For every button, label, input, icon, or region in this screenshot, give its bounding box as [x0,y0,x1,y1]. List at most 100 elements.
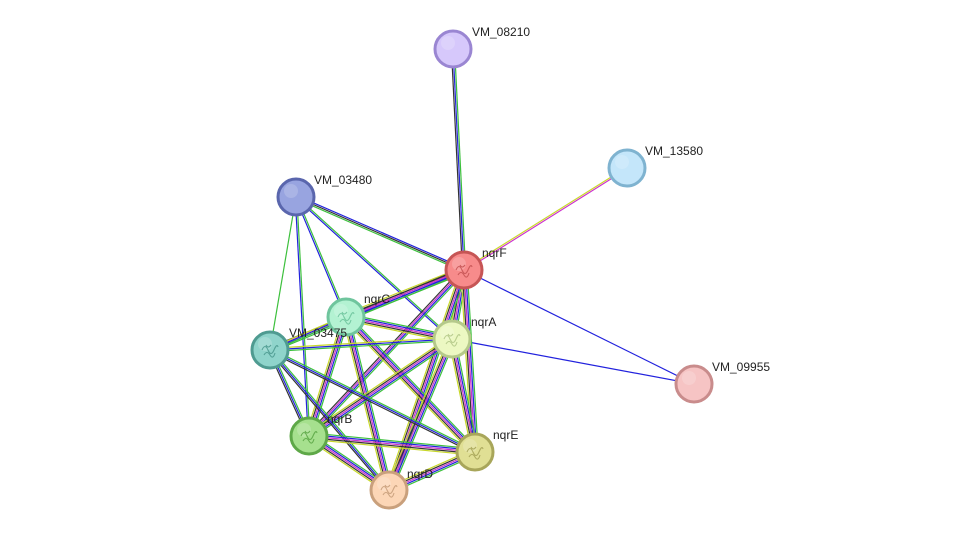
edge-evidence-line [306,267,463,435]
edge-VM_03475-nqrD [268,348,391,492]
edge-evidence-line [345,316,476,453]
node-label-VM_08210: VM_08210 [472,25,530,39]
node-circle[interactable] [433,29,473,69]
edge-evidence-line [270,348,476,452]
node-label-nqrA: nqrA [471,315,496,329]
edge-evidence-line [270,339,453,353]
node-highlight [463,439,477,453]
protein-structure-icon [380,484,398,498]
protein-structure-icon [337,311,355,325]
edge-evidence-line [295,196,465,271]
node-label-VM_13580: VM_13580 [645,144,703,158]
edge-evidence-line [294,197,346,318]
node-VM_13580[interactable] [607,148,647,188]
node-highlight [258,337,272,351]
edge-evidence-line [463,269,476,453]
node-highlight [440,326,454,340]
node-highlight [615,155,629,169]
node-highlight [284,184,298,198]
edge-evidence-line [308,338,453,437]
node-nqrC[interactable] [326,297,366,337]
edge-evidence-line [451,338,695,385]
edge-VM_08210-nqrF [450,48,467,271]
protein-structure-icon [300,430,318,444]
node-label-nqrF: nqrF [482,246,507,260]
edge-evidence-line [306,335,451,434]
node-VM_09955[interactable] [674,364,714,404]
edge-evidence-line [296,196,348,317]
protein-structure-icon [455,264,473,278]
edge-VM_03480-nqrC [294,196,348,318]
edge-evidence-line [308,436,475,455]
edge-evidence-line [453,48,467,270]
edge-evidence-line [269,349,476,453]
edge-VM_13580-nqrF [463,166,628,272]
edge-evidence-line [269,338,453,351]
edge-VM_09955-nqrA [451,338,695,385]
node-nqrD[interactable] [369,470,409,510]
edge-nqrC-nqrE [343,314,478,455]
edge-evidence-line [296,195,453,339]
edge-evidence-line [344,266,464,315]
edge-evidence-line [343,318,474,455]
node-circle[interactable] [276,177,316,217]
edge-evidence-line [463,269,695,385]
edge-evidence-line [269,196,297,351]
edge-nqrF-nqrD [385,268,468,492]
edge-evidence-line [452,48,465,271]
edge-evidence-line [269,350,475,454]
node-label-VM_03475: VM_03475 [289,326,347,340]
edge-evidence-line [268,350,389,492]
node-label-nqrD: nqrD [407,467,433,481]
node-nqrE[interactable] [455,432,495,472]
edge-evidence-line [389,270,467,491]
edge-evidence-line [296,196,311,436]
nodes-layer [250,29,714,510]
edge-evidence-line [269,349,390,491]
node-circle[interactable] [250,330,290,370]
node-circle[interactable] [432,319,472,359]
edge-evidence-line [463,166,627,270]
node-highlight [334,304,348,318]
node-VM_03475[interactable] [250,330,290,370]
edge-evidence-line [309,433,476,452]
edge-VM_03480-nqrA [295,195,453,341]
edge-evidence-line [388,269,465,491]
node-circle[interactable] [607,148,647,188]
node-label-nqrB: nqrB [327,412,352,426]
edge-evidence-line [388,338,453,491]
edge-evidence-line [466,269,479,452]
node-circle[interactable] [326,297,366,337]
edge-evidence-line [308,438,475,456]
node-nqrF[interactable] [444,250,484,290]
edge-nqrA-nqrB [306,335,455,440]
protein-structure-icon [261,344,279,358]
node-circle[interactable] [289,416,329,456]
node-label-VM_03480: VM_03480 [314,173,372,187]
edge-evidence-line [391,340,456,492]
node-nqrA[interactable] [432,319,472,359]
protein-structure-icon [443,333,461,347]
node-circle[interactable] [455,432,495,472]
edge-evidence-line [296,194,465,270]
node-highlight [377,477,391,491]
node-circle[interactable] [369,470,409,510]
edge-evidence-line [345,316,390,491]
edge-evidence-line [309,432,476,450]
edge-evidence-line [464,168,628,272]
edge-nqrA-nqrD [385,337,456,492]
node-nqrB[interactable] [289,416,329,456]
node-VM_08210[interactable] [433,29,473,69]
edge-VM_09955-nqrF [463,269,695,385]
node-VM_03480[interactable] [276,177,316,217]
node-highlight [297,423,311,437]
edge-evidence-line [347,314,478,451]
node-label-nqrC: nqrC [364,292,390,306]
edge-evidence-line [386,269,464,490]
protein-structure-icon [466,446,484,460]
edge-evidence-line [391,270,468,492]
node-circle[interactable] [674,364,714,404]
node-circle[interactable] [444,250,484,290]
edge-VM_03480-nqrF [295,194,465,273]
